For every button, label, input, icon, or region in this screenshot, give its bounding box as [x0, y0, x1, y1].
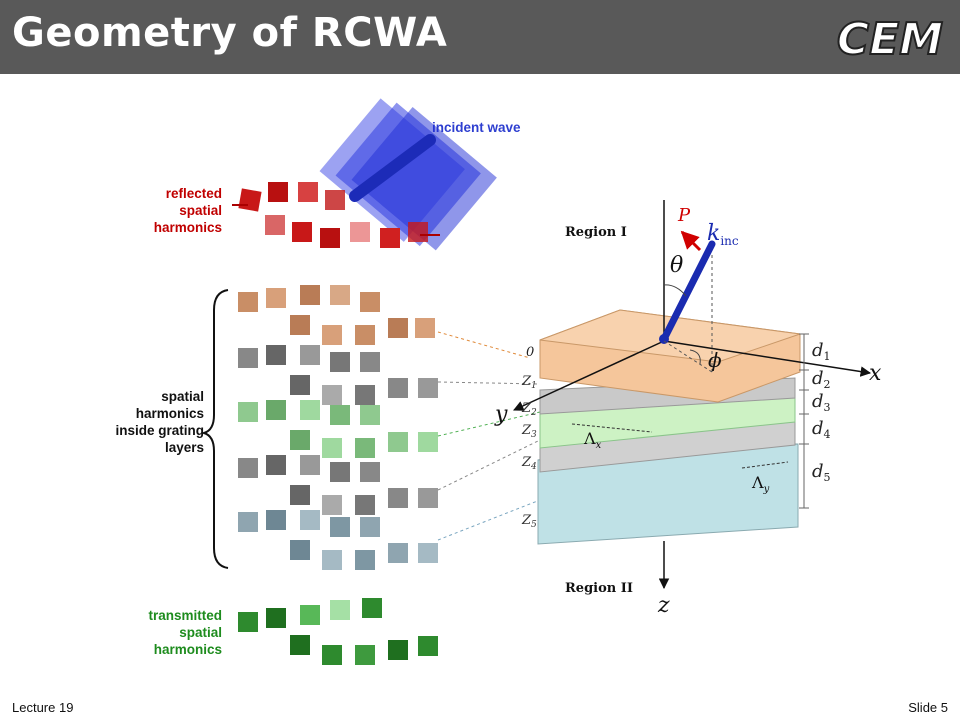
- d4-label: d4: [812, 418, 831, 441]
- layer-stack: [537, 309, 801, 545]
- z5-label: Z5: [521, 513, 537, 530]
- rcwa-diagram: Region I Region II x y z θ ϕ P kinc Λx Λ…: [200, 98, 882, 665]
- orange-harmonics: [238, 285, 435, 345]
- region1-label: Region I: [565, 225, 627, 240]
- gray-harmonics-1: [238, 345, 438, 405]
- incident-arrow: [349, 134, 436, 202]
- z-axis-label: z: [657, 593, 670, 618]
- d5-label: d5: [812, 461, 831, 484]
- phi-label: ϕ: [708, 348, 722, 372]
- d3-label: d3: [812, 391, 831, 414]
- logo-text: CEM: [837, 14, 943, 64]
- transmitted-harmonics: [238, 598, 438, 665]
- gray-harmonics-2: [238, 455, 438, 515]
- d2-label: d2: [812, 368, 831, 391]
- reflected-harmonics: [232, 182, 440, 248]
- title-bar: Geometry of RCWA CEM: [0, 0, 960, 74]
- z4-label: Z4: [521, 455, 537, 472]
- footer-lecture: Lecture 19: [12, 700, 74, 715]
- z3-label: Z3: [521, 423, 537, 440]
- z2-label: Z2: [521, 401, 537, 418]
- slide-title: Geometry of RCWA: [12, 10, 448, 56]
- origin-label: 0: [526, 345, 534, 360]
- k-inc-label: kinc: [707, 221, 739, 248]
- z1-label: Z1: [521, 374, 537, 391]
- green-harmonics: [238, 400, 438, 458]
- p-vector-label: P: [677, 205, 691, 226]
- x-axis-label: x: [869, 361, 882, 386]
- d1-label: d1: [812, 340, 831, 363]
- lambda-y-label: Λy: [751, 473, 770, 495]
- incident-label: incident wave: [432, 120, 521, 135]
- y-axis-label: y: [494, 402, 508, 427]
- bluegray-harmonics: [238, 510, 438, 570]
- footer-slide-number: Slide 5: [908, 700, 948, 715]
- layers-brace: [200, 289, 229, 569]
- theta-label: θ: [670, 253, 683, 278]
- region2-label: Region II: [565, 581, 633, 596]
- cem-logo: CEM: [836, 13, 944, 64]
- lambda-x-label: Λx: [583, 429, 602, 451]
